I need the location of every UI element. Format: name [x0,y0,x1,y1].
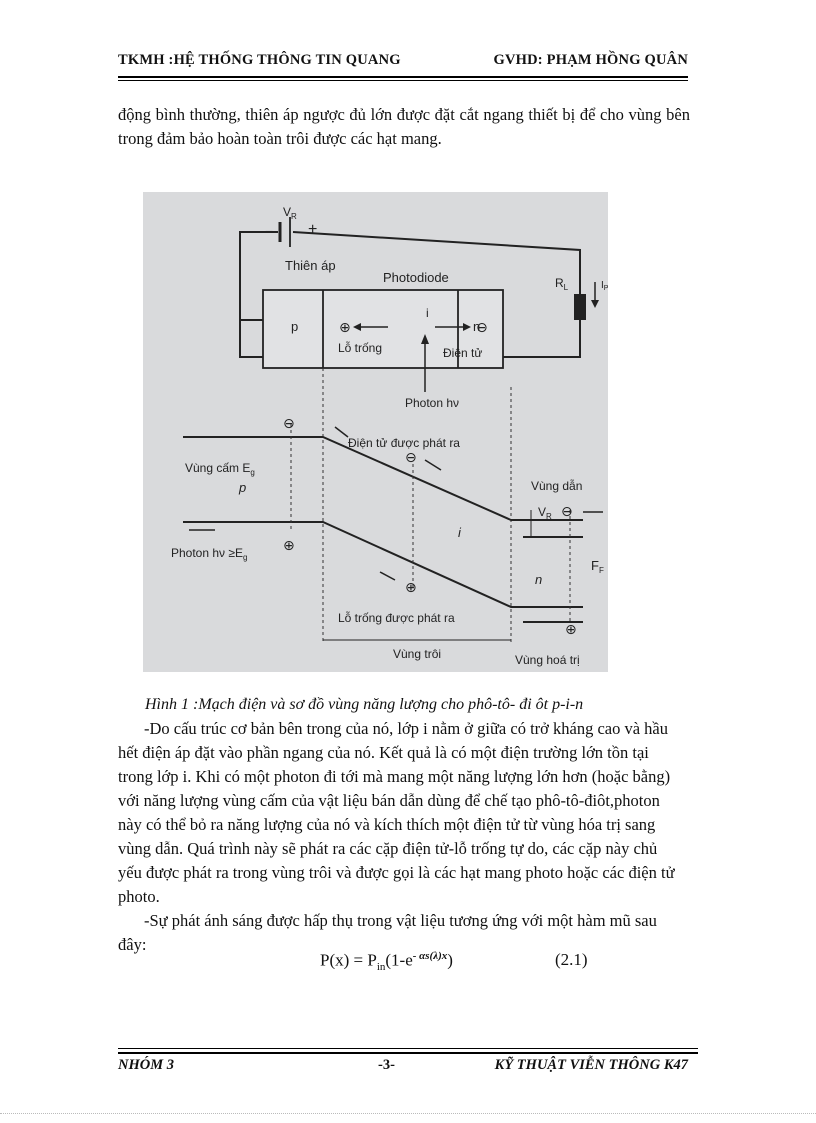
figure-caption: Hình 1 :Mạch điện và sơ đồ vùng năng lượ… [145,696,584,713]
equation-end: ) [447,950,453,970]
photon-label: Photon hν [405,396,459,410]
equation-number: (2.1) [555,950,588,969]
photon-condition-label: Photon hν ≥Eg [171,546,247,562]
header-instructor: GVHD: PHẠM HỒNG QUÂN [493,52,688,68]
electron-symbol-icon: ⊖ [476,319,488,335]
holes-label: Lỗ trống [338,340,382,355]
electrons-label: Điện tử [443,346,482,360]
minus-label: − [265,223,273,239]
figure-svg: VR − + Thiên áp Photodiode RL IP p i n ⊕… [171,205,609,667]
header-rule [118,76,688,78]
page-header: TKMH :HỆ THỐNG THÔNG TIN QUANG GVHD: PHẠ… [118,52,688,76]
band-electron-icon: ⊖ [283,415,295,431]
page-number: -3- [378,1057,395,1073]
fermi-label: FF [591,558,604,575]
hole-generated-label: Lỗ trống được phát ra [338,610,455,625]
band-hole-icon: ⊕ [283,537,295,553]
i-region-label: i [426,306,429,320]
intro-paragraph: động bình thường, thiên áp ngược đủ lớn … [118,105,690,148]
header-rule-thin [118,80,688,81]
equation-sub: in [376,961,386,974]
pin-photodiode-figure: VR − + Thiên áp Photodiode RL IP p i n ⊕… [143,192,609,672]
equation-exponent: - αs(λ)x [412,950,448,962]
footer-class: KỸ THUẬT VIỄN THÔNG K47 [494,1057,688,1073]
footer-rule-thin [118,1048,698,1049]
footer-rule [118,1052,698,1054]
drift-region-label: Vùng trôi [393,647,441,661]
band-hole-2-icon: ⊕ [405,579,417,595]
bias-label: Thiên áp [285,258,336,273]
vr-band-label: VR [538,505,552,521]
p-band-label: p [238,480,246,495]
plus-label: + [308,221,317,238]
valence-band-label: Vùng hoá trị [515,653,580,667]
ip-label: IP [601,280,608,292]
electron-generated-label: Điện tử được phát ra [348,436,460,450]
p-region-label: p [291,319,298,334]
hole-symbol-icon: ⊕ [339,319,351,335]
i-band-label: i [458,525,462,540]
paragraph-1: -Do cấu trúc cơ bản bên trong của nó, lớ… [118,719,675,906]
header-course: TKMH :HỆ THỐNG THÔNG TIN QUANG [118,52,401,68]
band-electron-3-icon: ⊖ [561,503,573,519]
energy-band-diagram [183,436,583,623]
band-gap-label: Vùng cấm Eg [185,461,255,477]
page-bottom-border [0,1113,816,1114]
vr-label: VR [283,205,297,221]
equation: P(x) = Pin(1-e- αs(λ)x) [320,950,453,973]
region-boundaries [322,368,512,642]
circuit-wires [239,231,581,358]
equation-lhs: P(x) = P [320,950,377,970]
conduction-band-label: Vùng dẫn [531,478,582,493]
n-band-label: n [535,572,542,587]
photodiode-label: Photodiode [383,270,449,285]
body-text: -Do cấu trúc cơ bản bên trong của nó, lớ… [118,717,678,957]
band-electron-2-icon: ⊖ [405,449,417,465]
footer-group: NHÓM 3 [118,1057,174,1073]
band-hole-3-icon: ⊕ [565,621,577,637]
paragraph-2: -Sự phát ánh sáng được hấp thụ trong vật… [118,911,657,954]
pin-device [262,289,504,369]
n-region-label: n [473,319,480,334]
rl-label: RL [555,276,569,292]
load-resistor-icon [574,294,586,320]
battery-icon [278,217,291,247]
equation-mid: (1-e [385,950,413,970]
